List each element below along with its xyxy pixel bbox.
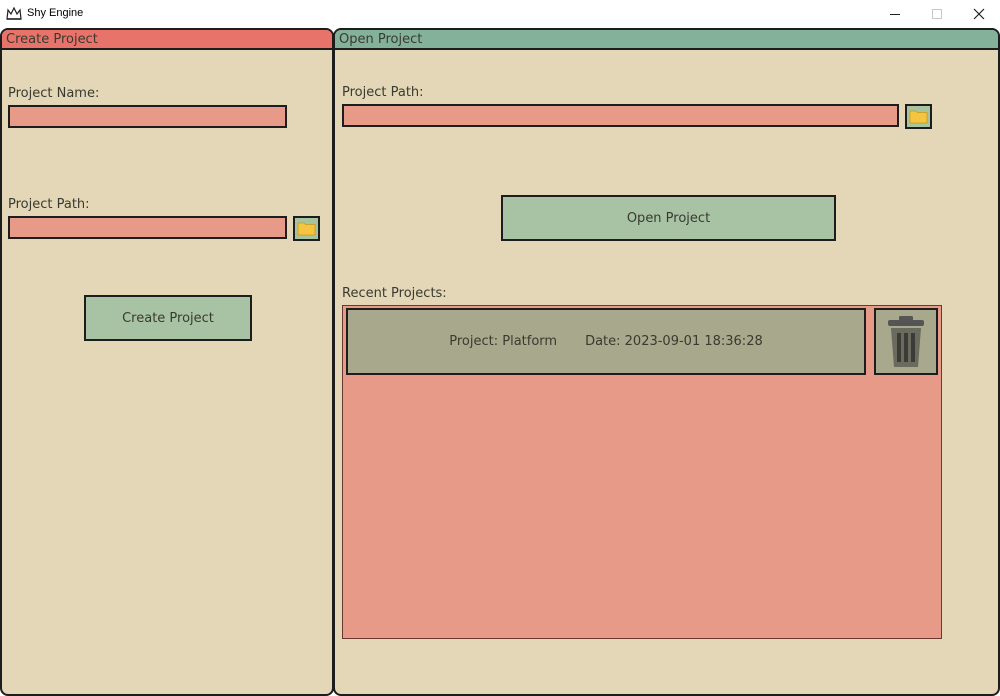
- recent-project-name: Project: Platform: [449, 334, 558, 349]
- close-icon: [973, 8, 985, 20]
- create-project-header: Create Project: [2, 30, 332, 50]
- minimize-icon: [890, 14, 900, 15]
- recent-project-item[interactable]: Project: Platform Date: 2023-09-01 18:36…: [346, 308, 866, 375]
- open-project-panel: Open Project Project Path: Open Project …: [333, 28, 1000, 696]
- create-project-path-input[interactable]: [8, 216, 287, 239]
- recent-projects-label: Recent Projects:: [342, 286, 447, 301]
- project-name-label: Project Name:: [8, 86, 100, 101]
- open-project-button[interactable]: Open Project: [501, 195, 836, 241]
- create-project-panel: Create Project Project Name: Project Pat…: [0, 28, 334, 696]
- minimize-button[interactable]: [874, 0, 916, 28]
- create-browse-button[interactable]: [293, 216, 320, 241]
- folder-icon: [909, 110, 928, 124]
- crown-icon: [6, 6, 22, 20]
- open-project-path-label: Project Path:: [342, 85, 424, 100]
- open-project-header: Open Project: [335, 30, 998, 50]
- create-project-button[interactable]: Create Project: [84, 295, 252, 341]
- create-project-path-label: Project Path:: [8, 197, 90, 212]
- recent-project-date: Date: 2023-09-01 18:36:28: [585, 334, 763, 349]
- folder-icon: [297, 222, 316, 236]
- title-bar: Shy Engine: [0, 0, 1000, 28]
- maximize-button[interactable]: [916, 0, 958, 28]
- maximize-icon: [932, 9, 942, 19]
- delete-recent-button[interactable]: [874, 308, 938, 375]
- open-project-path-input[interactable]: [342, 104, 899, 127]
- project-name-input[interactable]: [8, 105, 287, 128]
- window-title: Shy Engine: [27, 7, 84, 19]
- open-browse-button[interactable]: [905, 104, 932, 129]
- recent-projects-list[interactable]: Project: Platform Date: 2023-09-01 18:36…: [342, 305, 942, 639]
- close-button[interactable]: [958, 0, 1000, 28]
- trash-icon: [888, 315, 924, 367]
